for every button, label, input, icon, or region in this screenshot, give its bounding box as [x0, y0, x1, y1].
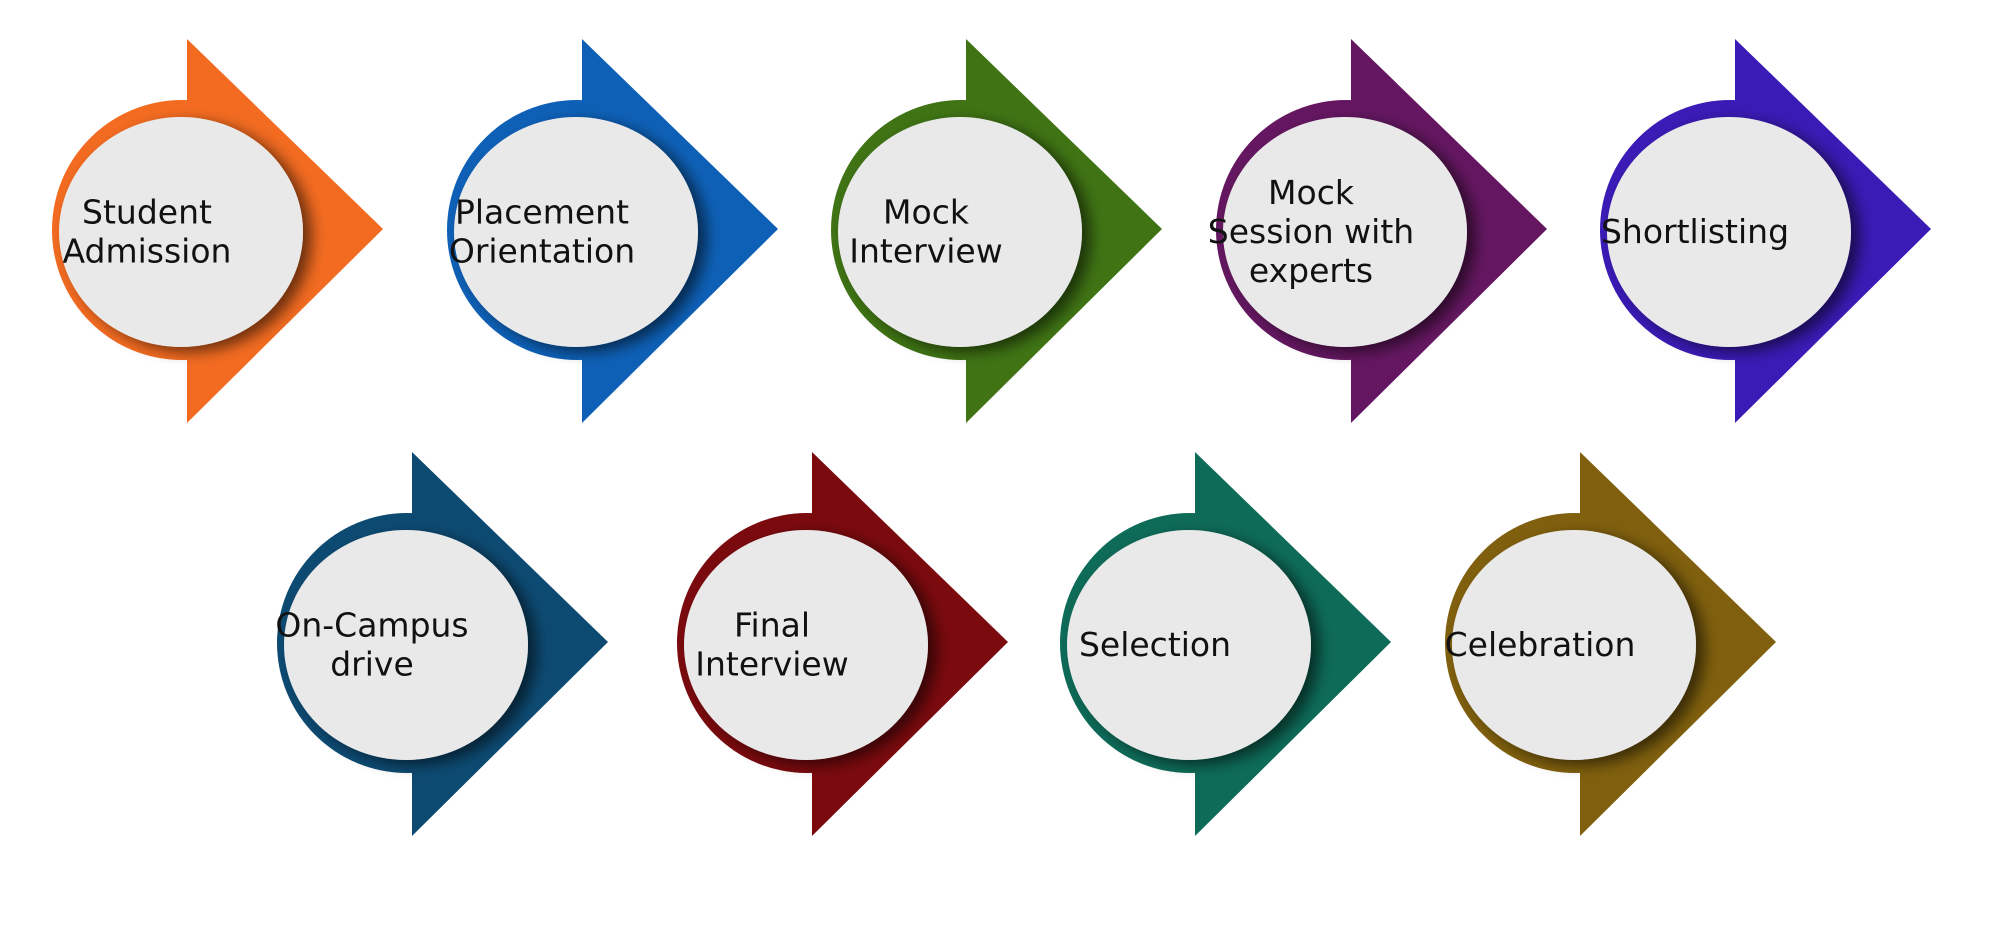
step-label-line: Admission [63, 232, 232, 271]
step-label: Selection [1079, 625, 1231, 664]
step-circle [838, 117, 1082, 347]
step-label: Shortlisting [1601, 212, 1789, 251]
step-label-line: Orientation [449, 232, 635, 271]
step-label-line: Placement [455, 193, 629, 232]
step-circle [59, 117, 303, 347]
step-label: Celebration [1445, 625, 1636, 664]
step-label-line: Selection [1079, 625, 1231, 664]
step-label-line: Shortlisting [1601, 212, 1789, 251]
step-label-line: drive [330, 645, 414, 684]
step-label-line: Interview [695, 645, 848, 684]
step-label-line: experts [1249, 251, 1373, 290]
step-circle [684, 530, 928, 760]
step-label-line: Session with [1208, 212, 1414, 251]
step-label-line: Interview [849, 232, 1002, 271]
process-step: Shortlisting [1600, 39, 1931, 423]
step-label-line: Student [82, 193, 212, 232]
step-label-line: Final [734, 606, 810, 645]
step-circle [454, 117, 698, 347]
step-label-line: Mock [883, 193, 970, 232]
process-step: Selection [1060, 452, 1391, 836]
step-circle [284, 530, 528, 760]
process-step: Celebration [1445, 452, 1776, 836]
step-label-line: Celebration [1445, 625, 1636, 664]
step-circle [1452, 530, 1696, 760]
step-circle [1067, 530, 1311, 760]
step-label-line: Mock [1268, 173, 1355, 212]
step-label-line: On-Campus [275, 606, 468, 645]
step-circle [1607, 117, 1851, 347]
step-circle [1223, 117, 1467, 347]
